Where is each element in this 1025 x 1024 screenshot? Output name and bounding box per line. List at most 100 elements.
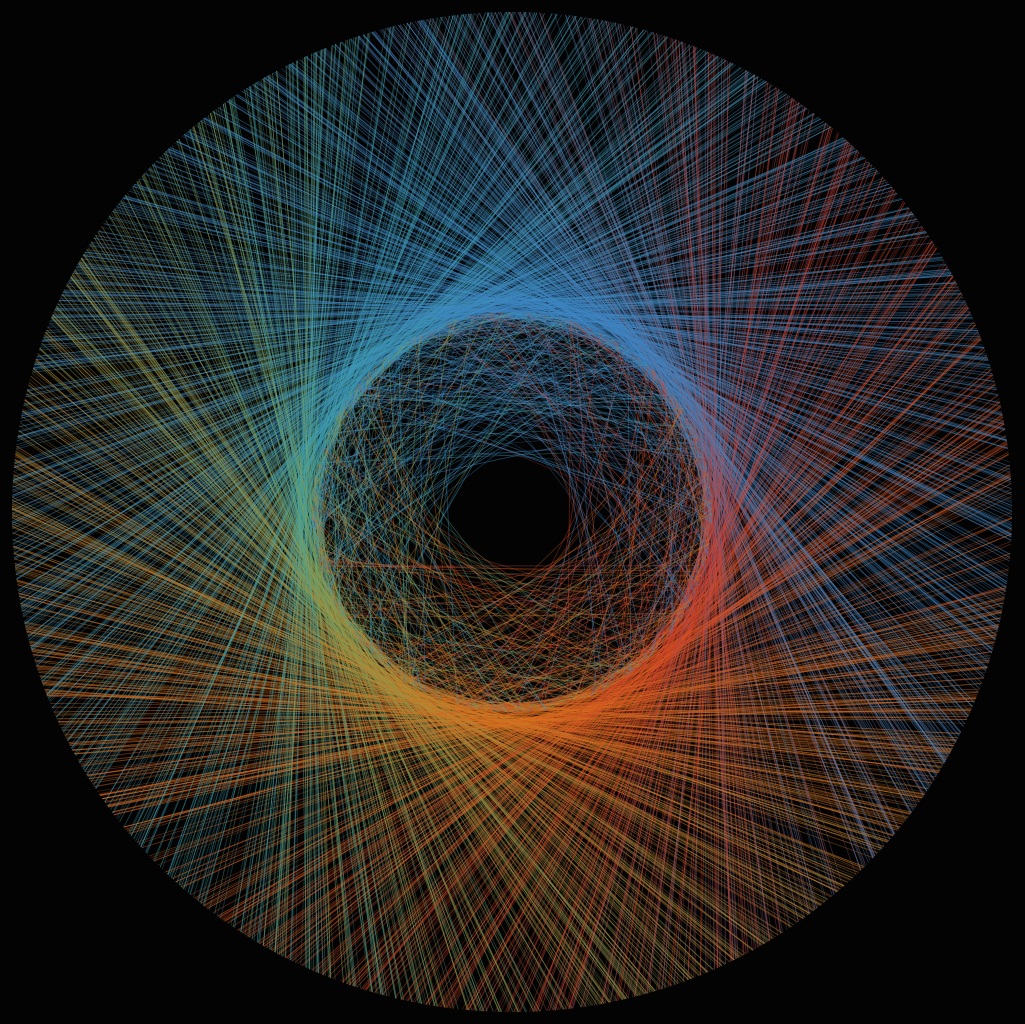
chord-line — [675, 476, 710, 628]
chord-line — [83, 671, 986, 771]
chord-line — [86, 18, 596, 776]
chord-line — [340, 407, 580, 701]
chord-line — [359, 331, 600, 383]
chord-line — [572, 595, 695, 703]
chord-line — [247, 27, 391, 937]
chord-line — [43, 336, 677, 985]
chord-line — [458, 628, 675, 706]
chord-line — [573, 321, 688, 416]
chord-line — [384, 665, 590, 697]
chord-line — [312, 379, 363, 525]
chord-line — [363, 311, 506, 647]
chord-line — [467, 13, 918, 806]
chord-line — [322, 339, 982, 976]
chord-line — [389, 321, 576, 355]
chord-line — [324, 312, 536, 443]
chord-line — [330, 337, 415, 597]
chord-line — [395, 349, 682, 406]
chord-line — [375, 365, 663, 381]
chord-line — [220, 19, 428, 919]
chord-line — [330, 428, 625, 678]
chord-line — [350, 630, 567, 705]
chord-line — [318, 460, 472, 708]
chord-line — [438, 325, 458, 705]
chord-line — [487, 661, 645, 711]
chord-line — [524, 312, 664, 382]
chord-line — [362, 303, 967, 990]
chord-line — [459, 318, 710, 546]
chord-line — [656, 33, 773, 940]
chord-line — [568, 319, 682, 406]
chord-line — [398, 454, 705, 678]
chord-line — [340, 363, 647, 410]
chord-line — [43, 268, 950, 338]
chord-line — [363, 34, 961, 734]
chord-line — [312, 524, 654, 654]
chord-line — [340, 614, 410, 685]
chord-line — [667, 520, 713, 638]
chord-line — [369, 371, 699, 439]
chord-line — [330, 359, 642, 429]
chord-line — [316, 553, 480, 710]
chord-line — [373, 31, 964, 727]
chord-line — [682, 41, 768, 943]
chord-line — [613, 370, 654, 684]
chord-line — [665, 36, 753, 951]
chord-line — [78, 18, 595, 763]
chord-line — [312, 349, 630, 529]
chord-line — [632, 352, 713, 517]
chord-line — [509, 11, 896, 834]
chord-line — [327, 338, 413, 435]
chord-line — [12, 485, 838, 893]
chord-line — [62, 292, 978, 331]
chord-line — [640, 542, 710, 665]
chord-line — [349, 394, 508, 713]
chord-line — [526, 312, 707, 561]
chord-line — [325, 584, 370, 653]
chord-line — [61, 295, 979, 332]
chord-line — [313, 534, 585, 699]
chord-line — [532, 312, 699, 439]
chord-line — [19, 596, 911, 815]
chord-line — [19, 595, 905, 823]
chord-line — [393, 574, 702, 674]
chord-line — [340, 311, 971, 982]
chord-line — [29, 641, 933, 784]
chord-line — [652, 369, 699, 440]
chord-line — [67, 283, 972, 316]
chord-line — [22, 78, 763, 615]
chord-line — [203, 118, 1011, 558]
chord-line — [574, 597, 694, 702]
chord-line — [318, 460, 323, 576]
chord-line — [606, 509, 713, 689]
chord-line — [352, 347, 627, 392]
chord-line — [438, 325, 704, 455]
chord-line — [39, 676, 943, 767]
chord-line — [342, 357, 386, 619]
chord-line — [26, 389, 744, 956]
chord-line — [473, 604, 690, 709]
chord-line — [510, 615, 684, 713]
chord-line — [326, 330, 429, 587]
chord-line — [353, 389, 525, 712]
chord-line — [641, 382, 665, 664]
chord-line — [615, 371, 655, 683]
chord-line — [12, 532, 882, 849]
chord-line — [523, 11, 876, 857]
chord-line — [350, 322, 577, 395]
chord-line — [406, 315, 553, 343]
chord-line — [386, 285, 959, 997]
chord-line — [410, 477, 710, 685]
chord-line — [231, 97, 397, 999]
chord-line — [660, 378, 709, 549]
chord-line — [104, 632, 998, 802]
chord-line — [322, 446, 386, 667]
chord-line — [342, 305, 968, 983]
chord-line — [311, 507, 419, 689]
chord-line — [61, 32, 654, 730]
chord-line — [311, 516, 392, 672]
chord-line — [375, 312, 530, 366]
chord-line — [720, 60, 729, 967]
chord-line — [224, 471, 1011, 922]
chord-line — [62, 291, 979, 332]
